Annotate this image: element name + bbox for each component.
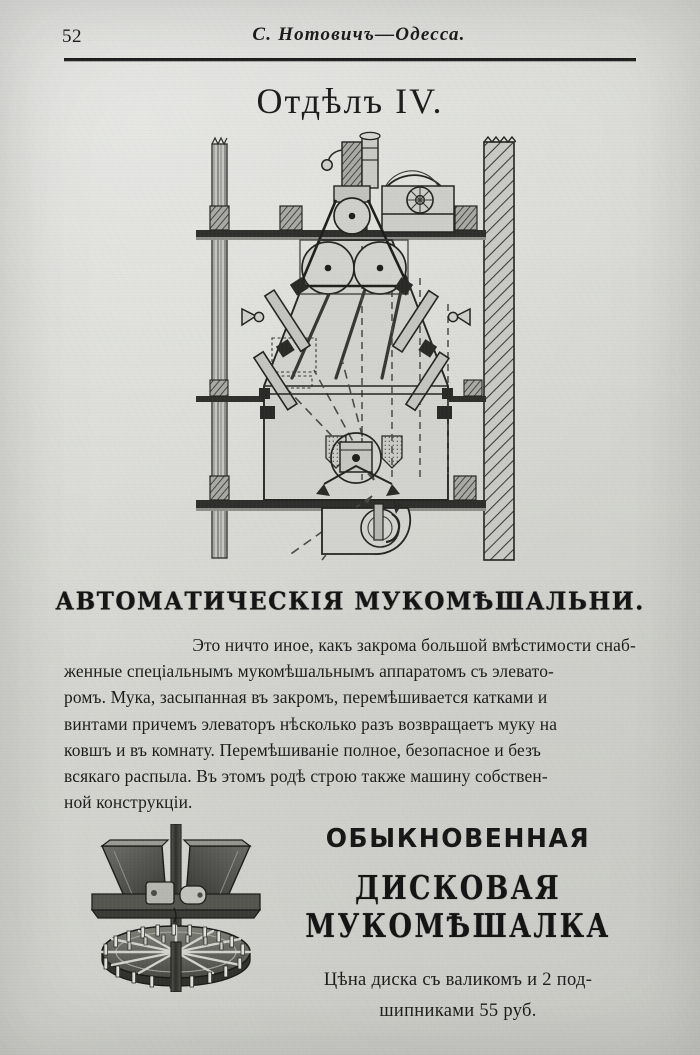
advert-price-line-1: Цѣна диска съ валикомъ и 2 под-	[323, 970, 593, 990]
header-rule	[64, 58, 636, 62]
shaft-hub-clamps	[145, 881, 207, 923]
inclined-struts	[241, 277, 471, 419]
advert-price: Цѣна диска съ валикомъ и 2 под- шипникам…	[268, 965, 648, 1027]
disc-mixer-illustration	[88, 823, 264, 993]
advert-line-2: ДИСКОВАЯ МУКОМѢШАЛКА	[305, 868, 611, 946]
body-text: Это ничто иное, какъ закрома большой вмѣ…	[64, 632, 636, 815]
masonry-wall	[483, 135, 516, 561]
page-header: 52 С. Нотовичъ—Одесса.	[62, 24, 638, 54]
advert-line-1: ОБЫКНОВЕННАЯ	[325, 823, 591, 854]
advertisement-block: ОБЫКНОВЕННАЯ ДИСКОВАЯ МУКОМѢШАЛКА Цѣна д…	[268, 824, 648, 1027]
main-heading: АВТОМАТИЧЕСКІЯ МУКОМѢШАЛЬНИ.	[55, 587, 645, 616]
drive-machinery-assembly	[298, 131, 455, 295]
body-line: женные спеціальнымъ мукомѣшальнымъ аппар…	[64, 661, 554, 682]
body-line: винтами причемъ элеваторъ нѣсколько разъ…	[64, 713, 558, 734]
paragraph-indent	[64, 632, 98, 658]
disc-flour-mixer-svg	[90, 823, 262, 993]
body-line: ной конструкціи.	[64, 792, 193, 813]
discharge-mechanism	[316, 432, 412, 555]
body-line: всякаго распыла. Въ этомъ родѣ строю так…	[64, 766, 548, 787]
folio-number: 52	[62, 26, 82, 47]
floor-level-upper	[196, 205, 486, 240]
automatic-flour-mixer-svg	[196, 131, 516, 561]
bin-middle-rails	[259, 388, 453, 399]
left-wooden-post	[211, 136, 228, 559]
section-title: Отдѣлъ IV.	[256, 81, 444, 121]
advert-price-line-2: шипниками 55 руб.	[379, 1001, 537, 1021]
body-line: ковшъ и въ комнату. Перемѣшиваніе полное…	[64, 739, 541, 760]
running-head: С. Нотовичъ—Одесса.	[252, 24, 466, 45]
scraper-bar	[90, 893, 262, 919]
body-line: Это ничто иное, какъ закрома большой вмѣ…	[64, 632, 636, 658]
body-line: ромъ. Мука, засыпанная въ закромъ, перем…	[64, 687, 548, 708]
main-illustration	[196, 128, 516, 573]
mixer-shaft-lower	[170, 941, 182, 993]
